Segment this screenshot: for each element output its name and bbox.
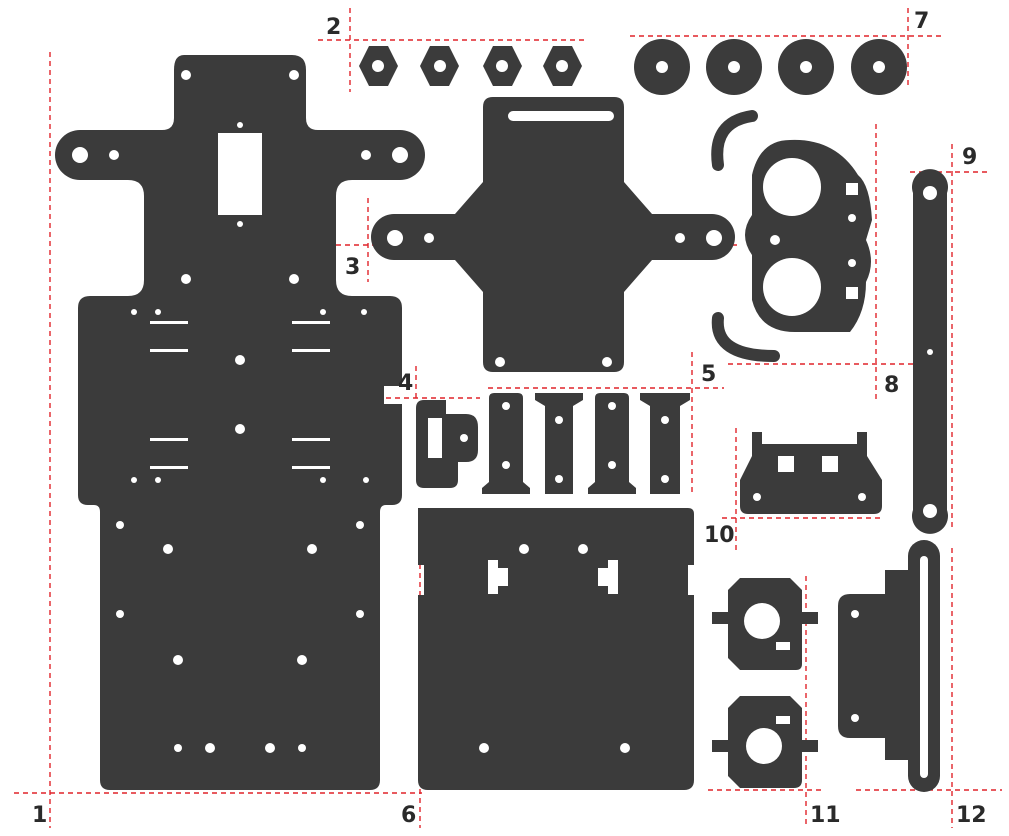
part-3-cross-plate [371, 97, 735, 372]
part-label-12: 12 [956, 803, 987, 828]
part-10-bracket [740, 432, 882, 514]
part-label-6: 6 [401, 803, 416, 828]
part-8-motor-bracket [717, 116, 872, 356]
part-2-hex-nuts [359, 46, 582, 86]
part-9-link-rod [912, 169, 948, 534]
part-label-10: 10 [704, 523, 735, 548]
part-12-rail-plate [838, 540, 940, 792]
part-label-11: 11 [810, 803, 841, 828]
part-6-base-plate [418, 508, 694, 790]
part-label-3: 3 [345, 255, 360, 280]
part-label-7: 7 [914, 9, 929, 34]
part-label-4: 4 [398, 371, 413, 396]
part-label-5: 5 [701, 362, 716, 387]
part-11-motor-mounts [712, 578, 818, 788]
part-5-clips [482, 393, 690, 494]
part-label-9: 9 [962, 145, 977, 170]
part-7-washers [634, 39, 907, 95]
part-label-1: 1 [32, 803, 47, 828]
part-1-chassis-plate [55, 55, 425, 790]
part-label-8: 8 [884, 373, 899, 398]
part-4-clip [416, 400, 478, 488]
part-label-2: 2 [326, 15, 341, 40]
